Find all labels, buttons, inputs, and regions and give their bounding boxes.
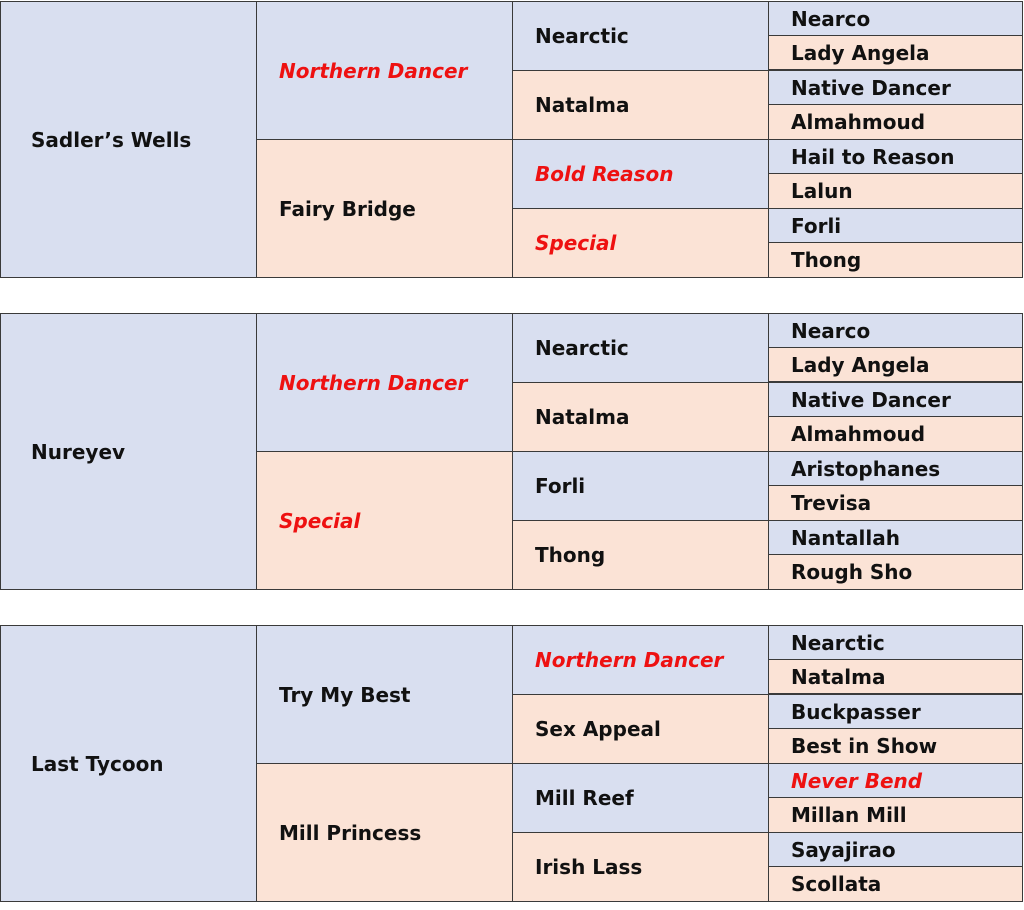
gen4-cell: Hail to Reason xyxy=(768,139,1023,174)
gen4-cell: Scollata xyxy=(768,866,1023,902)
dam-cell: Special xyxy=(256,451,513,590)
gen4-cell: Lalun xyxy=(768,173,1023,209)
gen4-cell: Forli xyxy=(768,208,1023,243)
gen4-cell: Millan Mill xyxy=(768,797,1023,833)
pedigree-table-nureyev: Nureyev Northern Dancer Special Nearctic… xyxy=(0,313,1023,590)
dam-dam-cell: Special xyxy=(512,208,769,278)
sire-cell: Northern Dancer xyxy=(256,1,513,140)
gen4-cell: Aristophanes xyxy=(768,451,1023,486)
dam-dam-cell: Irish Lass xyxy=(512,832,769,902)
gen4-cell: Sayajirao xyxy=(768,832,1023,867)
dam-cell: Fairy Bridge xyxy=(256,139,513,278)
pedigree-table-sadlers-wells: Sadler’s Wells Northern Dancer Fairy Bri… xyxy=(0,1,1023,278)
sire-sire-cell: Nearctic xyxy=(512,1,769,71)
gen4-cell: Natalma xyxy=(768,659,1023,694)
horse-name: Last Tycoon xyxy=(0,625,257,902)
gen4-cell: Never Bend xyxy=(768,763,1023,798)
dam-sire-cell: Bold Reason xyxy=(512,139,769,209)
gen4-cell: Nantallah xyxy=(768,520,1023,555)
gen4-cell: Rough Sho xyxy=(768,554,1023,590)
gen4-cell: Nearco xyxy=(768,1,1023,36)
gen4-cell: Almahmoud xyxy=(768,416,1023,452)
gen4-cell: Best in Show xyxy=(768,728,1023,764)
sire-cell: Northern Dancer xyxy=(256,313,513,452)
horse-name: Sadler’s Wells xyxy=(0,1,257,278)
gen4-cell: Nearco xyxy=(768,313,1023,348)
gen4-cell: Native Dancer xyxy=(768,70,1023,105)
gen4-cell: Lady Angela xyxy=(768,35,1023,70)
gen4-cell: Native Dancer xyxy=(768,382,1023,417)
dam-dam-cell: Thong xyxy=(512,520,769,590)
dam-cell: Mill Princess xyxy=(256,763,513,902)
gen4-cell: Buckpasser xyxy=(768,694,1023,729)
gen4-cell: Nearctic xyxy=(768,625,1023,660)
gen4-cell: Thong xyxy=(768,242,1023,278)
horse-name: Nureyev xyxy=(0,313,257,590)
sire-sire-cell: Northern Dancer xyxy=(512,625,769,695)
gen4-cell: Lady Angela xyxy=(768,347,1023,382)
sire-dam-cell: Natalma xyxy=(512,70,769,140)
gen4-cell: Almahmoud xyxy=(768,104,1023,140)
sire-dam-cell: Natalma xyxy=(512,382,769,452)
sire-dam-cell: Sex Appeal xyxy=(512,694,769,764)
sire-cell: Try My Best xyxy=(256,625,513,764)
gen4-cell: Trevisa xyxy=(768,485,1023,521)
dam-sire-cell: Forli xyxy=(512,451,769,521)
dam-sire-cell: Mill Reef xyxy=(512,763,769,833)
pedigree-table-last-tycoon: Last Tycoon Try My Best Mill Princess No… xyxy=(0,625,1023,902)
sire-sire-cell: Nearctic xyxy=(512,313,769,383)
